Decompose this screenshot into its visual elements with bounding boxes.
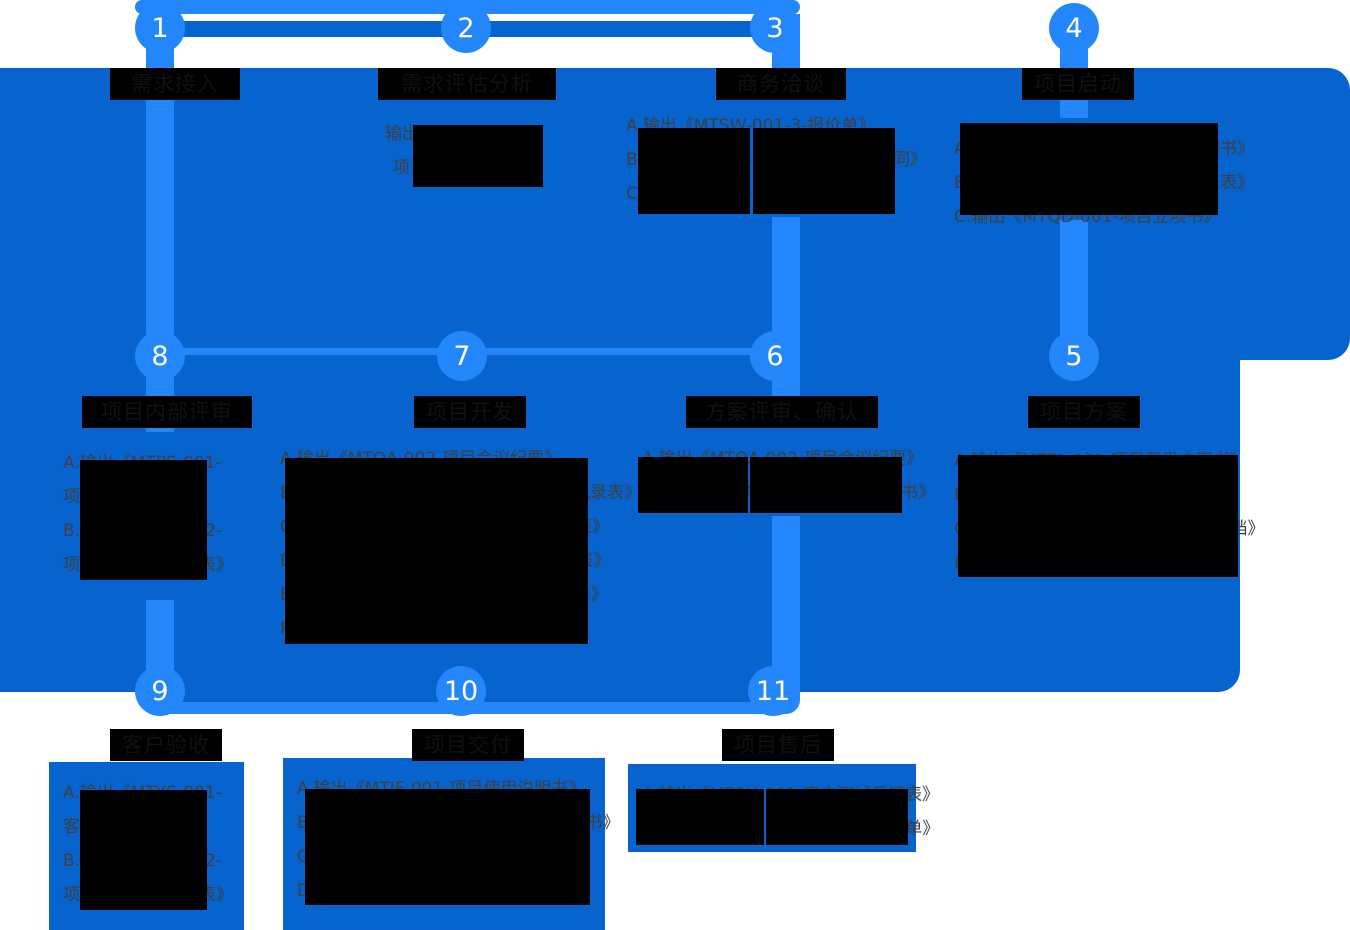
card-line: A.输出《MTPS-001- <box>63 453 222 473</box>
card-line: A.输出《MTSW-001-3-报价单》 <box>626 116 876 136</box>
step-node-7[interactable]: 7 <box>437 331 487 381</box>
step-node-11[interactable]: 11 <box>748 666 798 716</box>
card-line: D.交付项目源代码文件 <box>297 881 469 901</box>
card-line: D.输出《MTKF-005-项目方案变更记录表》 <box>280 551 611 571</box>
step-card-2: 输出《MTFX-002-1- 项目需求分析书》 <box>371 103 551 197</box>
step-title-1: 需求接入 <box>110 68 240 100</box>
step-card-9: A.输出《MTYS-001- 客户测试反馈表》 B.输出《MTYS-002- 项… <box>49 762 244 930</box>
card-line: B.输出《MTKF-002-项目内测bug清单记录表》 <box>280 483 642 503</box>
card-line: A.输出《MTYS-001- <box>63 783 222 803</box>
card-line: B.输出《MTQD-002-项目成员分工表》 <box>954 173 1255 193</box>
card-line: 输出《MTFX-002-1- <box>385 124 544 144</box>
step-node-4[interactable]: 4 <box>1049 3 1099 53</box>
card-line: 项目问题整改计划表》 <box>63 885 233 905</box>
step-title-2: 需求评估分析 <box>378 68 556 100</box>
card-line: D.输出《MTFA-003-项目接口文档》 <box>954 553 1232 573</box>
step-card-7: A.输出《MTQA-002-项目会议纪要》 B.输出《MTKF-002-项目内测… <box>266 428 642 656</box>
card-line: C.输出《MTJF-003-项目交付确认书》 <box>297 847 586 867</box>
card-line: B.更新《MTFA-001-项目开发方案书》 <box>642 483 936 503</box>
step-title-5: 项目方案 <box>1028 396 1140 428</box>
step-card-3: A.输出《MTSW-001-3-报价单》 B.输出《MTSW-002-5-软件开… <box>612 95 927 217</box>
step-node-1[interactable]: 1 <box>135 3 185 53</box>
step-node-3[interactable]: 3 <box>750 3 800 53</box>
card-line: 项目内部评审报告》 <box>63 487 216 507</box>
step-node-2[interactable]: 2 <box>441 3 491 53</box>
card-line: C.输出《MTQD-001-项目立项书》 <box>954 207 1221 227</box>
card-line: F.输出项目源代码文件 <box>280 619 446 639</box>
step-title-3: 商务洽谈 <box>716 68 846 100</box>
card-line: A.输出《MTJF-001-项目使用说明书》 <box>297 779 586 799</box>
card-line: A.输出《MTSH-001-客户测试反馈表》 <box>642 785 940 805</box>
card-line: A.输出《MTQA-002-项目会议纪要》 <box>642 449 924 469</box>
step-node-5[interactable]: 5 <box>1049 331 1099 381</box>
rail-node1-down <box>146 14 174 364</box>
step-title-4: 项目启动 <box>1022 68 1134 100</box>
step-title-9: 客户验收 <box>110 729 222 761</box>
step-card-4: A.输出《MTQD-003-项目开发计划书》 B.输出《MTQD-002-项目成… <box>940 118 1255 227</box>
step-node-8[interactable]: 8 <box>135 331 185 381</box>
card-line: C.输出《MTKF-003-项目问题整改计划表》 <box>280 517 609 537</box>
step-card-8: A.输出《MTPS-001- 项目内部评审报告》 B.输出《MTYS-002- … <box>49 432 244 600</box>
step-title-6: 方案评审、确认 <box>686 396 878 428</box>
card-line: A.输出《MTQA-002-项目会议纪要》 <box>280 449 562 469</box>
card-line: 客户测试反馈表》 <box>63 817 199 837</box>
step-node-10[interactable]: 10 <box>436 666 486 716</box>
step-title-7: 项目开发 <box>414 396 526 428</box>
card-line: B.输出《MTSW-002-5-软件开发合同》 <box>626 150 927 170</box>
card-line: B.输出《MTSH-002-客户售后派工单》 <box>642 819 940 839</box>
card-line: C.输出《MTFA-002-数据设计格式文档》 <box>954 519 1265 539</box>
step-card-10: A.输出《MTJF-001-项目使用说明书》 B.输出《MTJF-002-常见问… <box>283 758 620 930</box>
step-title-11: 项目售后 <box>722 729 834 761</box>
card-line: B.输出《MTJF-002-常见问题自查说明书》 <box>297 813 620 833</box>
step-node-6[interactable]: 6 <box>750 331 800 381</box>
card-line: A.输出《MTQD-003-项目开发计划书》 <box>954 139 1254 159</box>
card-line: E.输出《MTKF-006-项目方案变更通知单》 <box>280 585 608 605</box>
card-line: A.输出《MTFA-001-项目开发方案书》 <box>954 451 1247 471</box>
step-node-9[interactable]: 9 <box>135 666 185 716</box>
step-card-6: A.输出《MTQA-002-项目会议纪要》 B.更新《MTFA-001-项目开发… <box>628 428 936 516</box>
step-title-8: 项目内部评审 <box>82 396 252 428</box>
card-line: 项目问题整改计划表》 <box>63 555 233 575</box>
step-card-5: A.输出《MTFA-001-项目开发方案书》 B.输出界面ui设计原型 C.输出… <box>940 430 1265 582</box>
card-line: 项目需求分析书》 <box>393 158 529 178</box>
card-line: C.输出《MTSW-003-项目派工单》 <box>626 184 893 204</box>
card-line: B.输出界面ui设计原型 <box>954 485 1123 505</box>
card-line: B.输出《MTYS-002- <box>63 851 223 871</box>
step-card-11: A.输出《MTSH-001-客户测试反馈表》 B.输出《MTSH-002-客户售… <box>628 764 940 852</box>
step-title-10: 项目交付 <box>412 729 524 761</box>
card-line: B.输出《MTYS-002- <box>63 521 223 541</box>
